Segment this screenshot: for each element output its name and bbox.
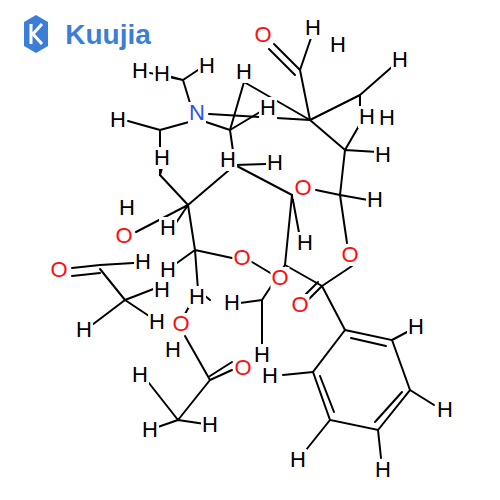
atom-label: H: [259, 97, 277, 119]
atom-label: O: [253, 24, 272, 46]
logo-icon: [24, 15, 48, 53]
atom-label: H: [109, 109, 127, 131]
atom-label: H: [201, 414, 219, 436]
atom-label: O: [171, 313, 190, 335]
atom-label: O: [340, 244, 359, 266]
atom-label: H: [75, 319, 93, 341]
atom-label: H: [289, 449, 307, 471]
atom-label: H: [358, 106, 376, 128]
atom-label: H: [159, 217, 177, 239]
atom-label: H: [253, 344, 271, 366]
atom-label: H: [153, 279, 171, 301]
atom-label: O: [293, 177, 312, 199]
atom-label: H: [329, 34, 347, 56]
atom-label: H: [219, 149, 237, 171]
atom-label: O: [270, 267, 289, 289]
atom-label: H: [198, 55, 216, 77]
atom-label: H: [374, 144, 392, 166]
atom-label: H: [261, 365, 279, 387]
atom-label: O: [233, 357, 252, 379]
atom-label: H: [436, 399, 454, 421]
atom-label: H: [159, 259, 177, 281]
atom-label: H: [148, 311, 166, 333]
atom-label: H: [118, 197, 136, 219]
atom-label: H: [366, 189, 384, 211]
atom-label: H: [153, 63, 171, 85]
atom-label: H: [223, 292, 241, 314]
atom-label: H: [407, 316, 425, 338]
atom-label: H: [378, 107, 396, 129]
watermark: Kuujia: [64, 21, 152, 49]
atom-label: N: [188, 102, 206, 124]
atom-label: O: [49, 259, 68, 281]
atom-label: H: [134, 251, 152, 273]
atom-label: H: [266, 152, 284, 174]
atom-label: H: [164, 339, 182, 361]
atom-label: H: [141, 419, 159, 441]
atom-label: H: [153, 147, 171, 169]
atom-label: H: [374, 459, 392, 481]
atom-label: H: [391, 49, 409, 71]
atom-label: H: [131, 60, 149, 82]
atom-label: O: [232, 247, 251, 269]
atom-label: H: [304, 17, 322, 39]
atom-label: O: [114, 225, 133, 247]
atom-label: O: [290, 294, 309, 316]
atom-label: H: [188, 286, 206, 308]
atom-label: H: [296, 232, 314, 254]
bond-lines: [72, 38, 434, 458]
atom-label: H: [131, 364, 149, 386]
atom-label: H: [235, 61, 253, 83]
